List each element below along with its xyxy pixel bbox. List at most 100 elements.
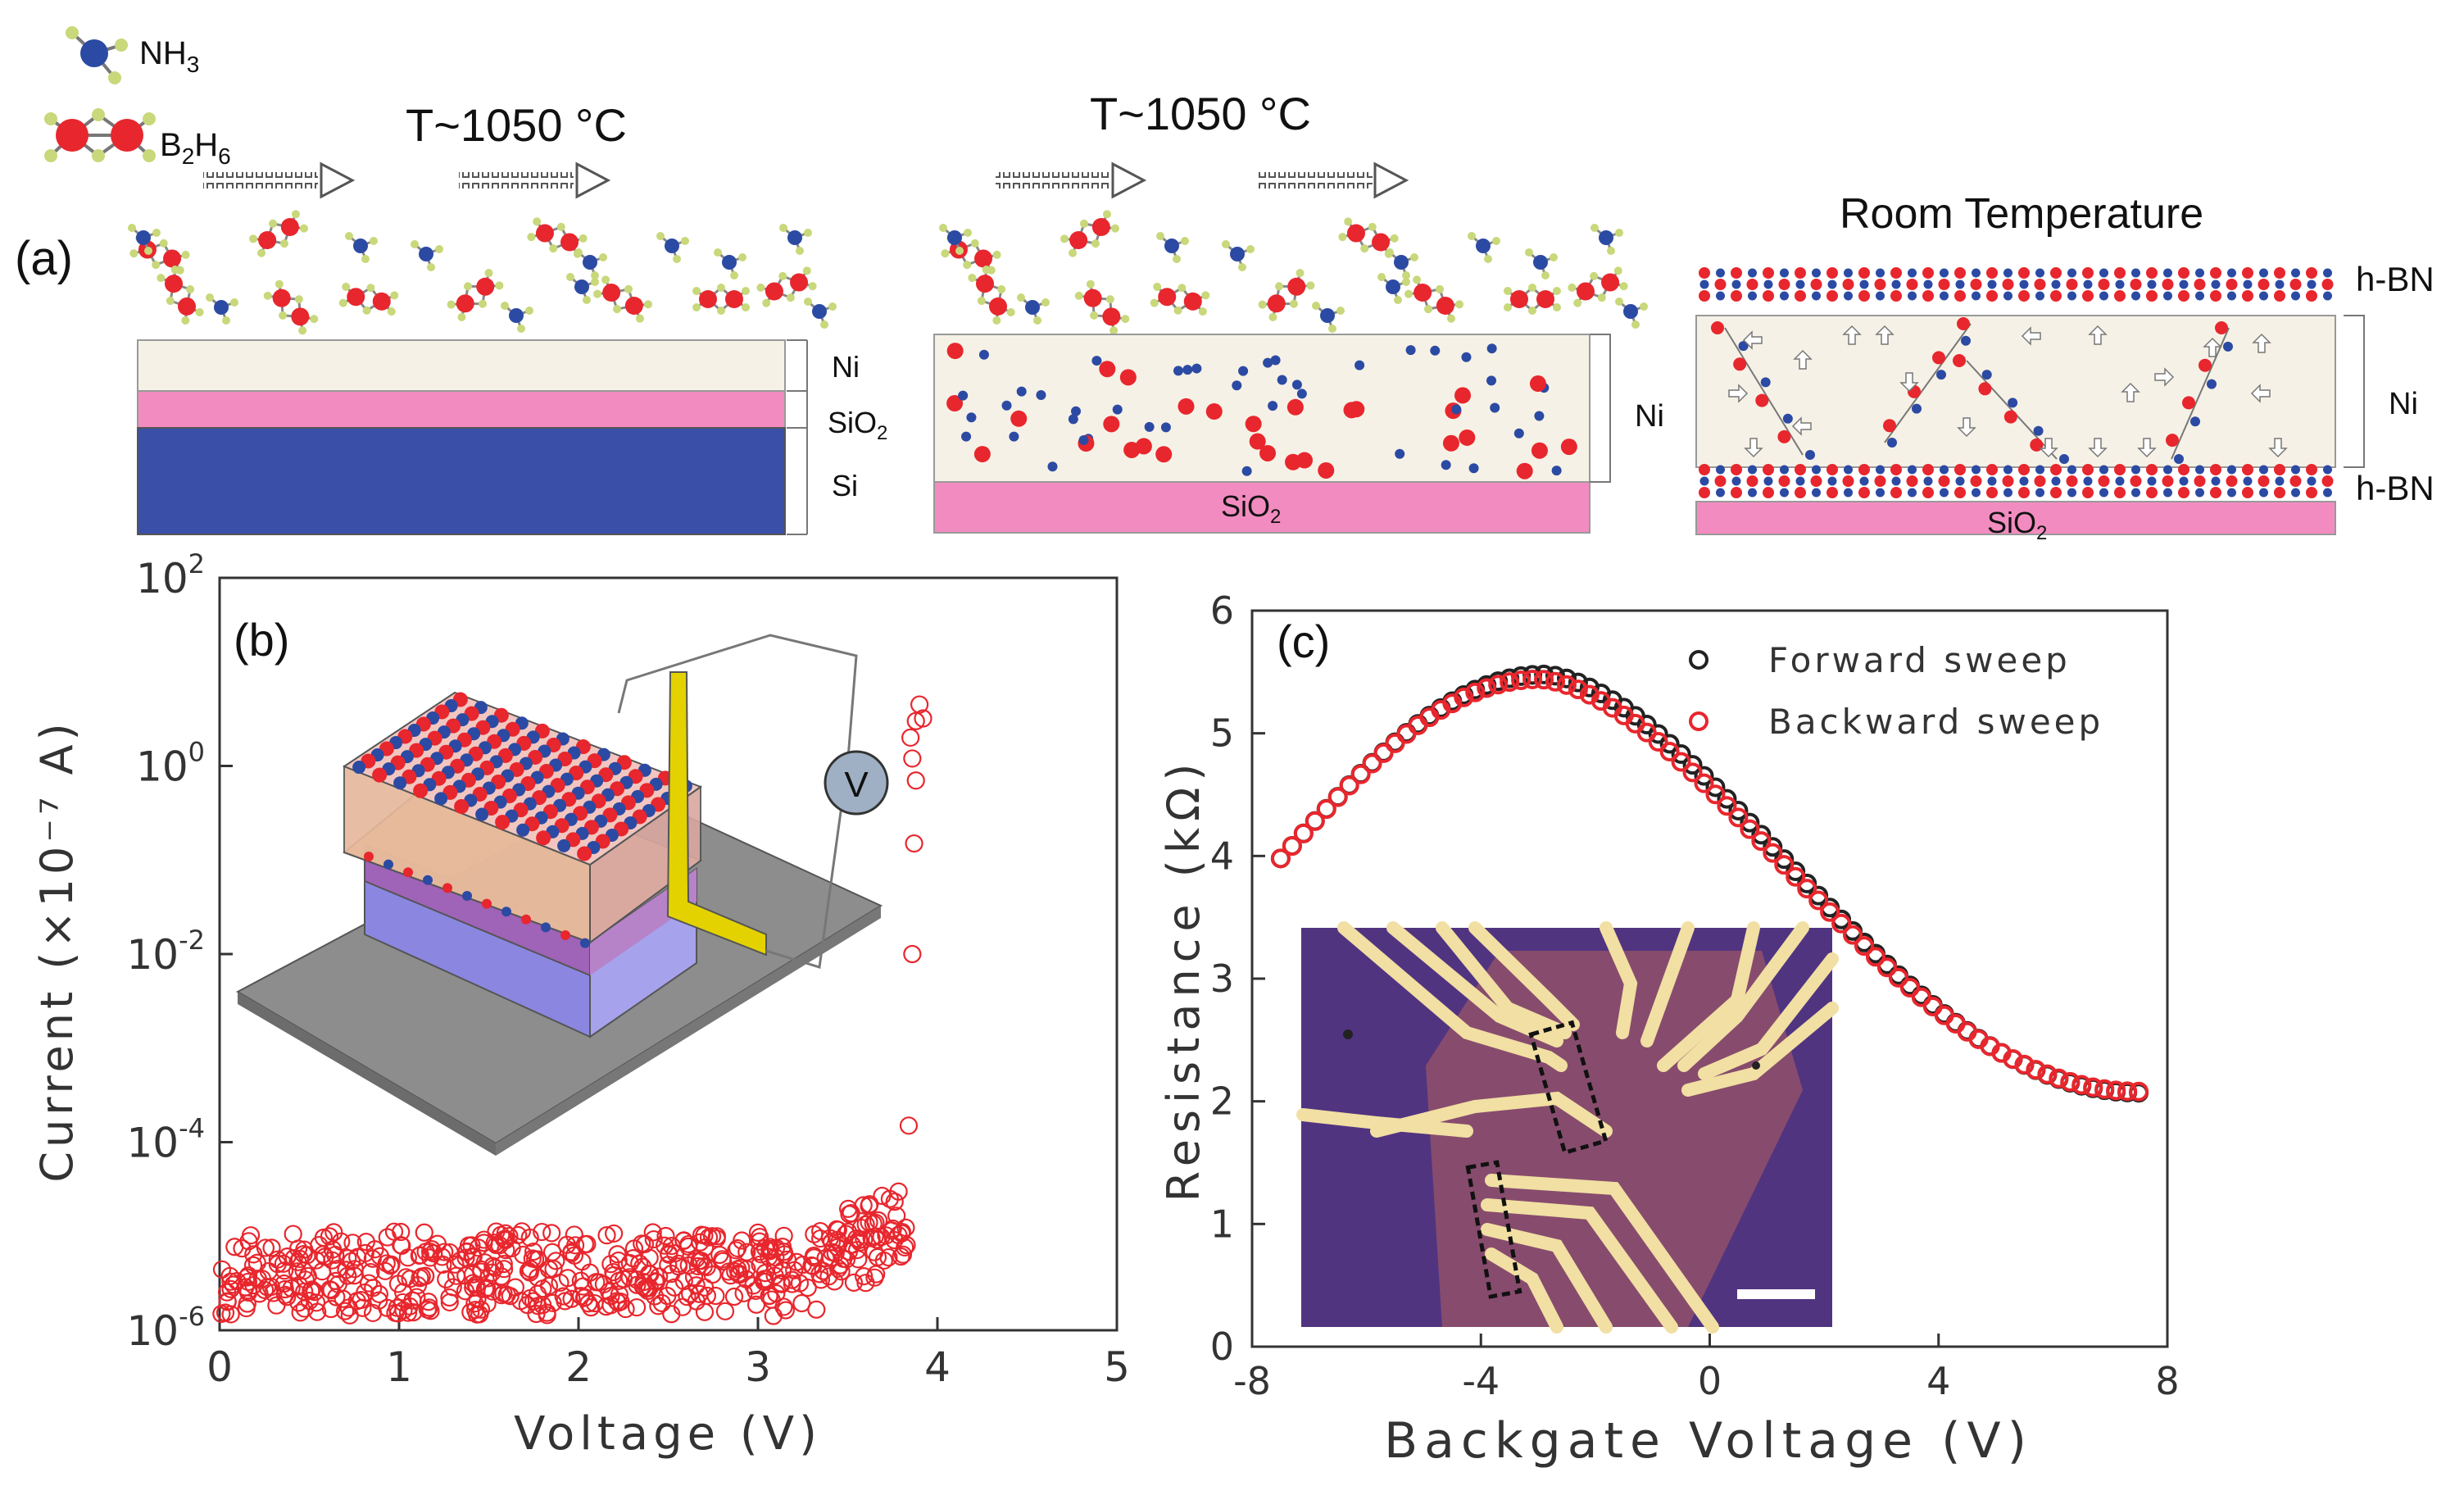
nh3-label: NH3 [139, 35, 199, 77]
b-data-point [635, 1234, 655, 1254]
b-data-point [335, 1302, 355, 1320]
c-data-point [1659, 734, 1680, 754]
b-data-point [547, 1252, 565, 1270]
b-data-point [825, 1272, 844, 1291]
c-data-point [1751, 831, 1772, 852]
b-data-point [630, 1254, 649, 1273]
b-data-point [539, 1276, 559, 1296]
diffusion-arrow-icon [1793, 349, 1813, 370]
b-data-point [597, 1226, 616, 1245]
b-data-point [370, 1247, 390, 1266]
c-data-point [2071, 1075, 2092, 1095]
c-data-point [1385, 733, 1405, 753]
c-data-point [1705, 784, 1726, 805]
b-data-point [424, 1244, 443, 1263]
b-data-point [324, 1223, 343, 1242]
b-data-point [359, 1274, 379, 1293]
c-data-point [1465, 682, 1486, 702]
nh3-molecule-icon [714, 248, 746, 279]
b2h6-molecule-icon [338, 282, 399, 316]
b-data-point [646, 1272, 665, 1291]
b-data-point [798, 1278, 817, 1297]
nh3-molecule-icon [1615, 298, 1648, 329]
b-data-point [578, 1234, 597, 1253]
c-data-point [1728, 807, 1749, 828]
diffusion-arrow-icon [1842, 325, 1862, 345]
b-data-point [329, 1260, 347, 1279]
b-data-point [885, 1193, 904, 1211]
c-data-point [1671, 752, 1691, 772]
b-data-point [217, 1283, 237, 1302]
c-y-tick-label: 2 [1210, 1079, 1234, 1124]
stage2-sio2-label: SiO2 [1221, 489, 1281, 528]
stage1-ni-label: Ni [832, 350, 860, 384]
c-y-tick-label: 3 [1210, 957, 1234, 1001]
stage3-hbn-top-label: h-BN [2356, 260, 2435, 298]
b-data-point [714, 1252, 733, 1270]
b-data-point [697, 1286, 716, 1305]
b-y-axis-label: Current (×10⁻⁷ A) [31, 719, 83, 1182]
b-data-point [241, 1226, 261, 1245]
b-data-point [610, 1285, 628, 1304]
b-data-point [302, 1280, 321, 1299]
c-data-point [1820, 902, 1840, 922]
diffusion-arrow-icon [1742, 330, 1763, 350]
c-data-point [1648, 732, 1668, 752]
b-data-point [558, 1269, 578, 1288]
c-data-point [1899, 977, 1920, 997]
nh3-molecule-icon [656, 232, 689, 263]
b-data-point [864, 1243, 884, 1261]
c-data-point [1556, 668, 1577, 688]
b-data-point [831, 1256, 850, 1275]
b-data-point [620, 1254, 639, 1273]
b-data-point [640, 1278, 659, 1297]
b-data-point [856, 1215, 875, 1234]
c-y-tick-label: 1 [1210, 1202, 1234, 1246]
b-data-point [807, 1300, 826, 1319]
b-data-point [750, 1242, 769, 1261]
diffusion-arrow-icon [2088, 438, 2108, 458]
sio2-layer [137, 390, 786, 429]
c-y-tick-label: 6 [1210, 588, 1234, 633]
c-data-point [1671, 744, 1691, 765]
b-data-point [760, 1286, 779, 1305]
b-data-points [212, 695, 933, 1325]
b-data-point [497, 1241, 515, 1260]
c-data-point [1694, 766, 1714, 786]
c-data-point [1454, 687, 1474, 707]
diffusion-arrow-icon [1728, 384, 1749, 403]
b-data-point [410, 1246, 429, 1266]
b-data-point [440, 1293, 459, 1312]
b-data-point [574, 1288, 594, 1307]
c-x-tick-label: 4 [1926, 1359, 1950, 1403]
c-data-point [1568, 672, 1588, 693]
panel-a-label: (a) [15, 232, 73, 285]
b-data-point [906, 771, 925, 790]
b-data-point [804, 1247, 824, 1266]
b-data-point [345, 1266, 364, 1285]
c-data-point [2117, 1081, 2138, 1102]
c-data-point [1511, 670, 1531, 691]
b-data-point [695, 1302, 715, 1321]
b-data-point [633, 1277, 652, 1296]
diffusion-arrow-icon [2203, 337, 2222, 357]
b-data-point [544, 1259, 563, 1279]
b-data-point [778, 1250, 797, 1269]
b-data-point [275, 1285, 295, 1304]
b-data-point [415, 1223, 433, 1242]
b2h6-molecule-icon [157, 266, 204, 325]
b-data-point [694, 1257, 713, 1276]
b-data-point [585, 1293, 604, 1313]
b-data-point [440, 1288, 459, 1307]
c-data-point [1682, 762, 1703, 783]
stage3-hbn-bottom-label: h-BN [2356, 469, 2435, 507]
b-data-point [873, 1186, 892, 1206]
b-data-point [238, 1268, 256, 1287]
b-data-point [855, 1266, 874, 1286]
b-x-tick-label: 1 [386, 1343, 412, 1391]
b-data-point [282, 1279, 301, 1297]
b-data-point [660, 1245, 678, 1264]
b2h6-molecule-icon [1404, 275, 1463, 323]
b-data-point [378, 1228, 397, 1247]
